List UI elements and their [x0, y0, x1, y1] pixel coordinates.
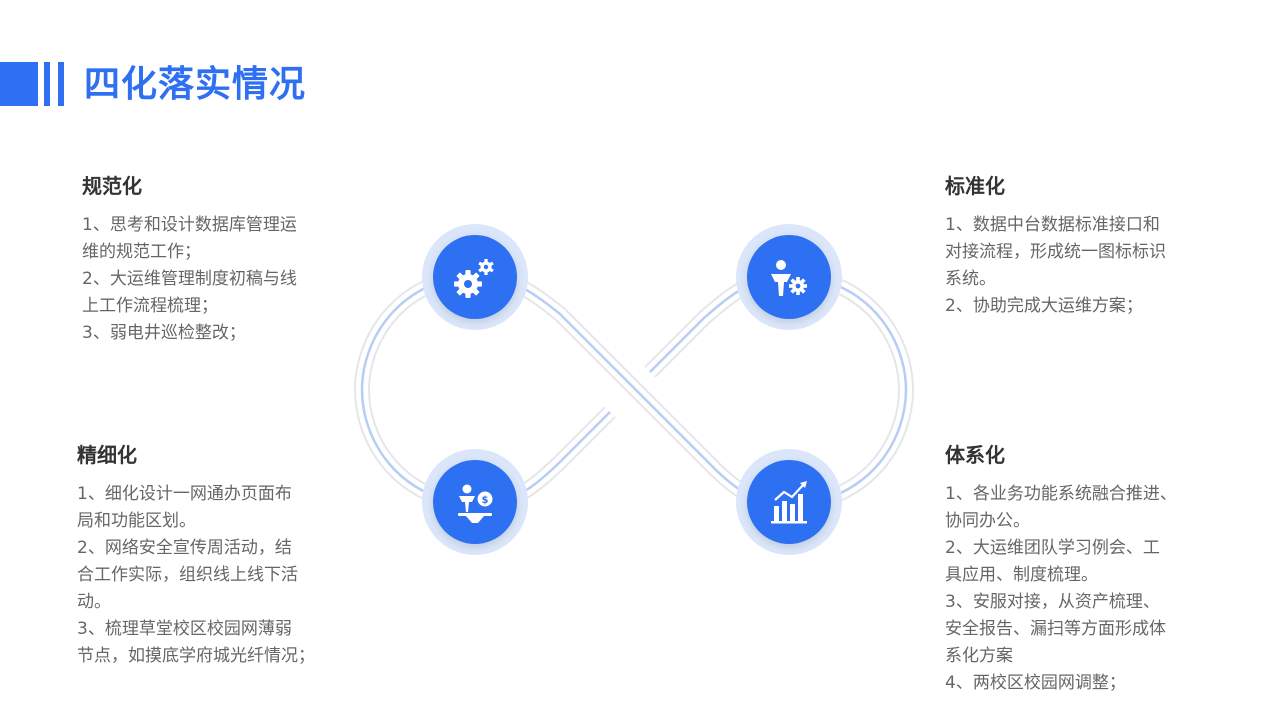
growth-chart-icon [771, 481, 807, 524]
page-title: 四化落实情况 [84, 64, 307, 105]
section-line: 上工作流程梳理； [82, 296, 218, 316]
section-line: 合工作实际，组织线上线下活 [77, 565, 298, 585]
section-standards: 标准化 1、数据中台数据标准接口和 对接流程，形成统一图标标识 系统。 2、协助… [945, 172, 1197, 320]
header-accent-bar [58, 62, 64, 106]
header-accent-block [0, 62, 38, 106]
section-line: 具应用、制度梳理。 [945, 565, 1098, 585]
section-line: 2、大运维团队学习例会、工 [945, 538, 1160, 558]
section-line: 1、思考和设计数据库管理运 [82, 215, 297, 235]
section-line: 协同办公。 [945, 511, 1030, 531]
person-gear-icon [771, 260, 807, 296]
section-heading: 标准化 [945, 174, 1005, 198]
svg-text:$: $ [482, 495, 489, 506]
section-line: 系化方案 [945, 646, 1013, 666]
section-line: 1、细化设计一网通办页面布 [77, 484, 292, 504]
section-line: 3、安服对接，从资产梳理、 [945, 592, 1160, 612]
section-line: 维的规范工作； [82, 242, 201, 262]
section-heading: 精细化 [77, 443, 137, 467]
person-coin-icon: $ [458, 484, 493, 523]
section-line: 2、协助完成大运维方案； [945, 296, 1143, 316]
section-line: 对接流程，形成统一图标标识 [945, 242, 1166, 262]
section-line: 1、各业务功能系统融合推进、 [945, 484, 1177, 504]
section-line: 2、大运维管理制度初稿与线 [82, 269, 297, 289]
header-accent-bar [44, 62, 50, 106]
section-heading: 规范化 [82, 174, 142, 198]
node-gears [422, 224, 528, 330]
section-heading: 体系化 [945, 443, 1005, 467]
section-line: 局和功能区划。 [77, 511, 196, 531]
section-line: 3、梳理草堂校区校园网薄弱 [77, 619, 292, 639]
section-line: 3、弱电井巡检整改； [82, 323, 246, 343]
node-person-coin: $ [422, 449, 528, 555]
section-line: 安全报告、漏扫等方面形成体 [945, 619, 1166, 639]
section-standardization-norms: 规范化 1、思考和设计数据库管理运 维的规范工作； 2、大运维管理制度初稿与线 … [82, 172, 334, 347]
section-refinement: 精细化 1、细化设计一网通办页面布 局和功能区划。 2、网络安全宣传周活动，结 … [77, 441, 329, 670]
node-growth-chart [736, 449, 842, 555]
section-line: 4、两校区校园网调整； [945, 673, 1126, 693]
node-person-gear [736, 224, 842, 330]
section-line: 2、网络安全宣传周活动，结 [77, 538, 292, 558]
section-line: 节点，如摸底学府城光纤情况； [77, 646, 315, 666]
section-line: 动。 [77, 592, 111, 612]
infinity-diagram: $ [353, 224, 915, 555]
section-line: 1、数据中台数据标准接口和 [945, 215, 1160, 235]
section-line: 系统。 [945, 269, 996, 289]
section-systematization: 体系化 1、各业务功能系统融合推进、 协同办公。 2、大运维团队学习例会、工 具… [945, 441, 1197, 697]
gears-icon [454, 259, 494, 298]
